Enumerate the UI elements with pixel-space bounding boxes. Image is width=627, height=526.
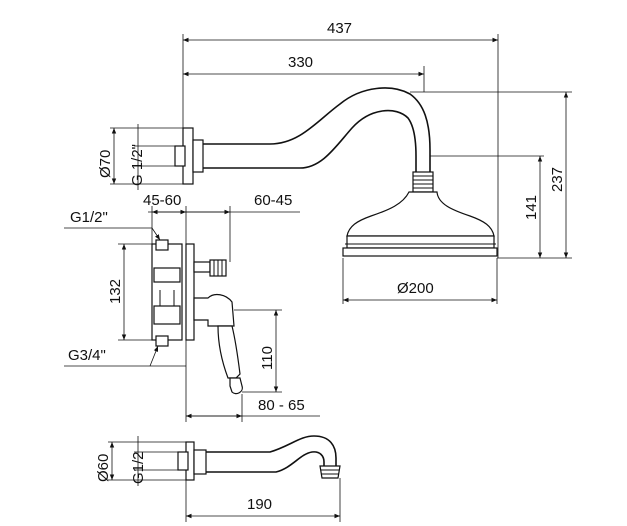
spout-tube-inner xyxy=(206,451,325,473)
dimension-arm-flange: Ø70 G 1/2" xyxy=(97,124,183,190)
mixer-assembly xyxy=(151,239,243,395)
dimension-label-80-65: 80 - 65 xyxy=(258,397,305,414)
arm-flange-collar xyxy=(192,139,204,173)
dimension-mixer-outlet: G3/4" xyxy=(64,345,186,367)
spout-assembly xyxy=(177,435,341,481)
dimension-handle-length: 110 xyxy=(234,309,282,393)
dimension-label-190: 190 xyxy=(247,496,272,513)
spout-collar xyxy=(193,449,207,475)
dimension-label-141: 141 xyxy=(523,195,540,220)
dimension-arm-total: 437 xyxy=(182,20,499,258)
shower-arm-tube xyxy=(203,87,431,172)
dimension-heights: 237 141 xyxy=(410,91,572,259)
mixer-bottom-fitting xyxy=(155,335,169,347)
dimension-label-outlet-thread: G3/4" xyxy=(68,347,106,364)
shower-arm-assembly xyxy=(174,87,498,257)
dimension-label-60-45: 60-45 xyxy=(254,192,292,209)
dimension-label-60: Ø60 xyxy=(95,454,112,482)
mixer-valve xyxy=(153,305,181,325)
dimension-handle-projection: 80 - 65 xyxy=(185,340,320,422)
diverter-stem xyxy=(193,261,211,273)
dimension-mixer-depths: 45-60 60-45 xyxy=(143,192,300,262)
mixer-top-fitting xyxy=(155,239,169,251)
dimension-mixer-inlet: G1/2" xyxy=(64,209,161,241)
shower-head-face xyxy=(342,247,498,257)
mixer-concealed-body xyxy=(151,243,183,341)
dimension-head-diameter: Ø200 xyxy=(342,258,498,304)
dimension-arm-reach: 330 xyxy=(183,54,425,92)
dimension-label-arm-thread: G 1/2" xyxy=(129,144,146,186)
shower-head-body xyxy=(346,191,495,237)
dimension-label-45-60: 45-60 xyxy=(143,192,181,209)
arm-wall-nut xyxy=(174,145,186,167)
shower-arm-tube-inner xyxy=(203,109,417,172)
mixer-cartridge xyxy=(153,267,181,283)
dimension-label-330: 330 xyxy=(288,54,313,71)
spout-aerator xyxy=(319,465,341,479)
dimension-label-inlet-thread: G1/2" xyxy=(70,209,108,226)
dimension-spout-flange: Ø60 G1/2 xyxy=(95,436,186,486)
spout-tube xyxy=(206,435,337,466)
dimension-label-70: Ø70 xyxy=(97,150,114,178)
dimension-label-110: 110 xyxy=(259,346,276,370)
mixer-wall-plate xyxy=(185,243,195,341)
dimension-label-spout-thread: G1/2 xyxy=(130,451,147,484)
mixer-handle-tip xyxy=(229,377,243,395)
head-connector-nut xyxy=(412,171,434,193)
spout-wall-nut xyxy=(177,451,189,471)
dimension-mixer-height: 132 xyxy=(107,243,152,341)
mixer-handle-body xyxy=(193,293,235,327)
shower-head-rim xyxy=(346,235,495,249)
dimension-label-132: 132 xyxy=(107,279,124,304)
mixer-handle-lever xyxy=(217,325,241,379)
dimension-spout-length: 190 xyxy=(185,478,341,522)
dimension-label-437: 437 xyxy=(327,20,352,37)
dimension-label-200: Ø200 xyxy=(397,280,434,297)
dimension-label-237: 237 xyxy=(549,167,566,192)
